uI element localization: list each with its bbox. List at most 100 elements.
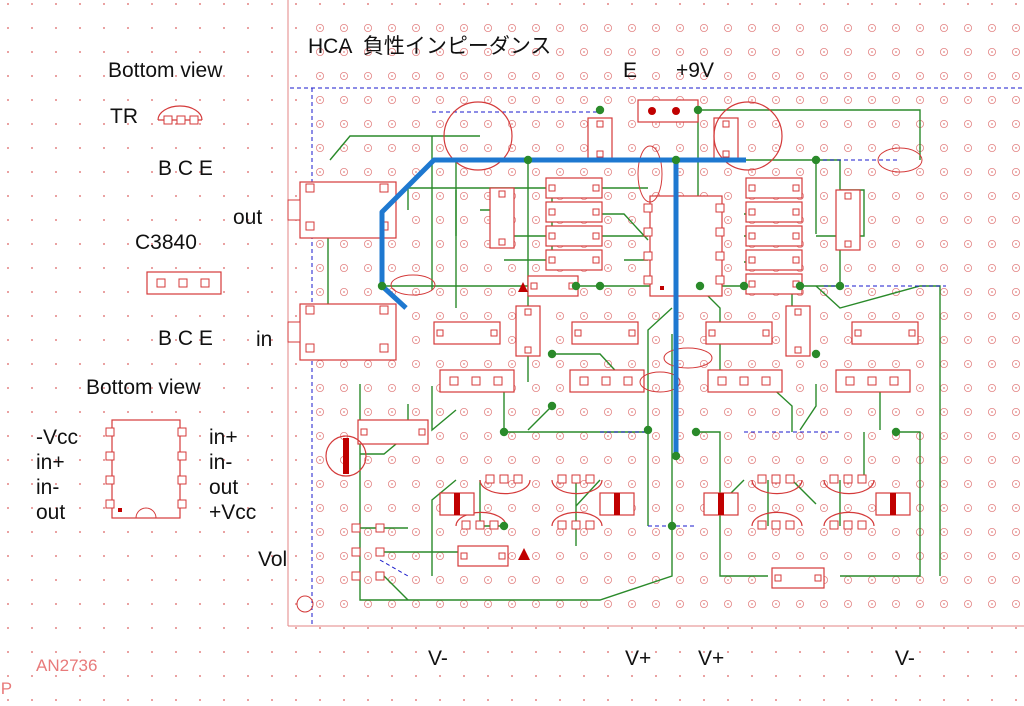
hole-center <box>1015 459 1017 461</box>
hole-center <box>679 507 681 509</box>
grid-dot <box>127 627 129 629</box>
grid-dot <box>79 699 81 701</box>
hole-center <box>487 291 489 293</box>
hole-center <box>967 267 969 269</box>
pad <box>628 329 636 337</box>
grid-dot <box>271 243 273 245</box>
grid-dot <box>295 363 297 365</box>
grid-dot <box>31 51 33 53</box>
hole-center <box>679 123 681 125</box>
grid-dot <box>703 3 705 5</box>
grid-dot <box>247 291 249 293</box>
board-hole <box>507 143 516 152</box>
hole-center <box>967 459 969 461</box>
hole-center <box>943 435 945 437</box>
grid-dot <box>271 579 273 581</box>
hole-center <box>487 267 489 269</box>
hole-center <box>535 27 537 29</box>
board-hole <box>940 263 949 272</box>
grid-dot <box>151 531 153 533</box>
board-hole <box>868 167 877 176</box>
hole-center <box>967 123 969 125</box>
board-hole <box>892 311 901 320</box>
board-hole <box>507 576 516 585</box>
grid-dot <box>295 147 297 149</box>
board-hole <box>868 96 877 105</box>
hole-center <box>847 531 849 533</box>
hole-center <box>823 219 825 221</box>
grid-dot <box>31 27 33 29</box>
board-hole <box>916 23 925 32</box>
grid-dot <box>103 51 105 53</box>
board-hole <box>868 287 877 296</box>
transistor <box>823 511 875 527</box>
grid-dot <box>79 267 81 269</box>
grid-dot <box>919 3 921 5</box>
grid-dot <box>607 3 609 5</box>
grid-dot <box>79 507 81 509</box>
hole-center <box>991 27 993 29</box>
grid-dot <box>31 555 33 557</box>
led-marker <box>518 282 528 292</box>
hole-center <box>751 123 753 125</box>
hole-center <box>871 123 873 125</box>
board-hole <box>556 120 565 129</box>
transistor-pad <box>785 520 795 530</box>
hole-center <box>463 267 465 269</box>
board-hole <box>315 552 324 561</box>
pad <box>360 428 368 436</box>
grid-dot <box>751 675 753 677</box>
transistor-pad <box>499 474 509 484</box>
grid-dot <box>247 75 249 77</box>
hole-center <box>463 171 465 173</box>
grid-dot <box>103 411 105 413</box>
transistor-pad <box>857 474 867 484</box>
board-hole <box>507 167 516 176</box>
resistor <box>745 201 803 223</box>
board-hole <box>628 287 637 296</box>
board-hole <box>652 431 661 440</box>
to92-pad <box>579 376 589 386</box>
hole-center <box>367 123 369 125</box>
hole-center <box>391 75 393 77</box>
board-hole <box>628 167 637 176</box>
grid-dot <box>343 675 345 677</box>
pad <box>524 308 532 316</box>
grid-dot <box>79 75 81 77</box>
hole-center <box>895 531 897 533</box>
hole-center <box>871 195 873 197</box>
grid-dot <box>295 411 297 413</box>
hole-center <box>943 243 945 245</box>
board-hole <box>339 407 348 416</box>
hole-center <box>1015 507 1017 509</box>
board-hole <box>435 191 444 200</box>
board-hole <box>868 120 877 129</box>
hole-center <box>583 411 585 413</box>
hole-center <box>895 195 897 197</box>
hole-center <box>415 531 417 533</box>
hole-center <box>871 75 873 77</box>
grid-dot <box>175 651 177 653</box>
hole-center <box>511 99 513 101</box>
board-hole <box>772 72 781 81</box>
hole-center <box>319 243 321 245</box>
grid-dot <box>943 627 945 629</box>
grid-dot <box>127 699 129 701</box>
wire-links <box>327 109 946 601</box>
hole-center <box>415 27 417 29</box>
hole-center <box>511 147 513 149</box>
hole-center <box>559 339 561 341</box>
hole-center <box>487 27 489 29</box>
jack-pin <box>305 221 315 231</box>
grid-dot <box>103 195 105 197</box>
board-hole <box>1012 215 1021 224</box>
pad <box>844 192 852 200</box>
grid-dot <box>151 387 153 389</box>
hole-center <box>727 459 729 461</box>
board-hole <box>652 455 661 464</box>
grid-dot <box>991 651 993 653</box>
bottom-view-label-1: Bottom view <box>108 59 223 82</box>
header-pin <box>648 107 656 115</box>
board-hole <box>1012 48 1021 57</box>
pad <box>748 208 756 216</box>
